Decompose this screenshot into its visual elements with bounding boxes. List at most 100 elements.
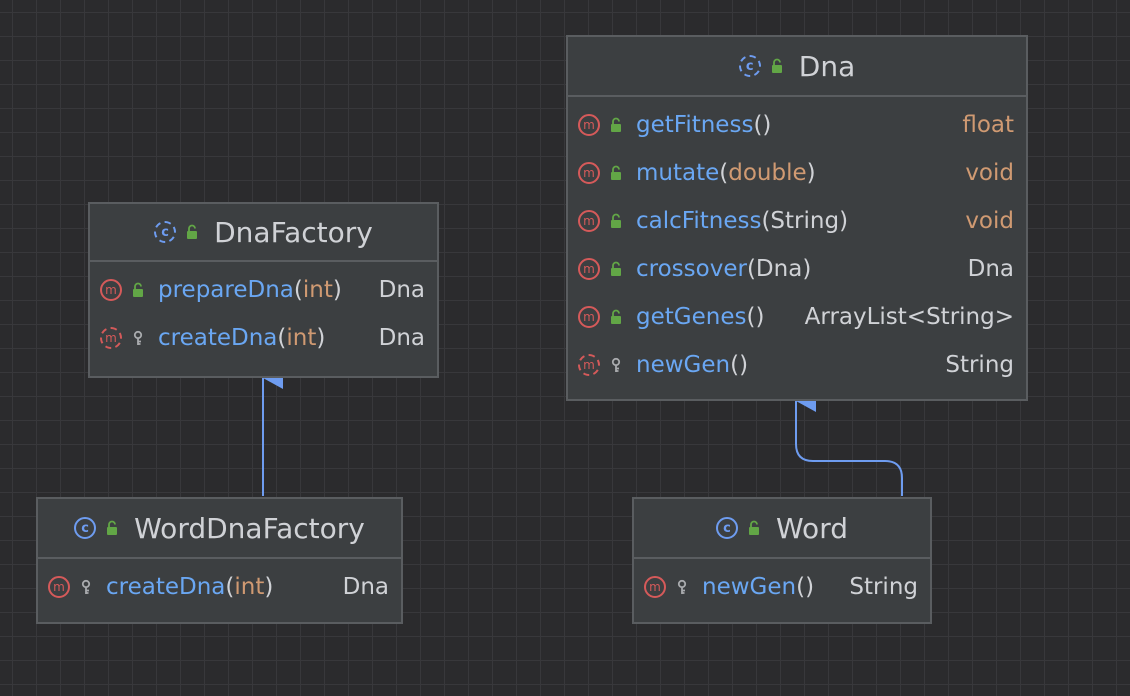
method-row-createdna[interactable]: m createDna(int) Dna (90, 314, 437, 362)
return-type: String (945, 352, 1014, 378)
public-visibility-icon (611, 213, 621, 228)
method-icon: m (644, 576, 666, 598)
open-paren: ( (277, 325, 287, 351)
method-row-mutate[interactable]: m mutate(double) void (568, 149, 1026, 197)
open-paren: ( (730, 352, 740, 378)
method-name: newGen (702, 574, 797, 600)
return-type: void (965, 160, 1014, 186)
class-name: WordDnaFactory (134, 511, 365, 545)
method-icon: m (48, 576, 70, 598)
param-type: Dna (755, 256, 803, 282)
return-type: void (965, 208, 1014, 234)
return-type: float (962, 112, 1014, 138)
public-visibility-icon (611, 261, 621, 276)
protected-visibility-icon (677, 579, 687, 594)
class-header: c DnaFactory (90, 204, 437, 262)
public-visibility-icon (611, 309, 621, 324)
return-type: ArrayList<String> (804, 304, 1014, 330)
param-type: int (234, 574, 265, 600)
public-visibility-icon (133, 282, 143, 297)
abstract-method-icon: m (578, 354, 600, 376)
method-name: getFitness (636, 112, 754, 138)
public-visibility-icon (187, 224, 198, 239)
method-row-createdna[interactable]: m createDna(int) Dna (38, 563, 401, 611)
close-paren: ) (839, 208, 849, 234)
close-paren: ) (806, 160, 816, 186)
method-name: prepareDna (158, 277, 294, 303)
edge-word-extends-dna (795, 390, 903, 496)
method-row-calcfitness[interactable]: m calcFitness(String) void (568, 197, 1026, 245)
class-header: c WordDnaFactory (38, 499, 401, 559)
open-paren: ( (796, 574, 806, 600)
method-icon: m (578, 306, 600, 328)
protected-visibility-icon (611, 357, 621, 372)
class-icon: c (716, 517, 739, 539)
abstract-class-icon: c (738, 55, 761, 77)
method-icon: m (578, 114, 600, 136)
method-icon: m (578, 258, 600, 280)
param-type: int (302, 277, 333, 303)
method-name: createDna (158, 325, 278, 351)
abstract-class-icon: c (154, 221, 177, 243)
public-visibility-icon (611, 165, 621, 180)
open-paren: ( (761, 208, 771, 234)
public-visibility-icon (611, 117, 621, 132)
close-paren: ) (264, 574, 274, 600)
class-name: DnaFactory (214, 215, 373, 249)
method-name: calcFitness (636, 208, 762, 234)
method-name: mutate (636, 160, 720, 186)
public-visibility-icon (749, 520, 760, 535)
open-paren: ( (225, 574, 235, 600)
class-node-worddnafactory[interactable]: c WordDnaFactory m createDna(int) Dna (36, 497, 403, 624)
return-type: Dna (342, 574, 389, 600)
method-list: m newGen() String (634, 559, 930, 611)
return-type: String (849, 574, 918, 600)
open-paren: ( (746, 256, 756, 282)
param-type: String (770, 208, 840, 234)
class-node-word[interactable]: c Word m newGen() String (632, 497, 932, 624)
close-paren: ) (802, 256, 812, 282)
param-type: int (286, 325, 317, 351)
open-paren: ( (293, 277, 303, 303)
return-type: Dna (378, 325, 425, 351)
method-icon: m (100, 279, 122, 301)
return-type: Dna (967, 256, 1014, 282)
protected-visibility-icon (133, 330, 143, 345)
method-icon: m (578, 210, 600, 232)
method-name: newGen (636, 352, 731, 378)
method-list: m createDna(int) Dna (38, 559, 401, 611)
method-row-getgenes[interactable]: m getGenes() ArrayList<String> (568, 293, 1026, 341)
class-icon: c (74, 517, 97, 539)
public-visibility-icon (771, 58, 782, 73)
open-paren: ( (746, 304, 756, 330)
method-name: getGenes (636, 304, 747, 330)
abstract-method-icon: m (100, 327, 122, 349)
class-name: Dna (798, 49, 856, 83)
close-paren: ) (755, 304, 765, 330)
close-paren: ) (762, 112, 772, 138)
method-icon: m (578, 162, 600, 184)
method-row-newgen[interactable]: m newGen() String (634, 563, 930, 611)
class-name: Word (776, 511, 848, 545)
close-paren: ) (739, 352, 749, 378)
protected-visibility-icon (81, 579, 91, 594)
method-name: createDna (106, 574, 226, 600)
method-name: crossover (636, 256, 747, 282)
return-type: Dna (378, 277, 425, 303)
public-visibility-icon (107, 520, 118, 535)
close-paren: ) (805, 574, 815, 600)
method-row-preparedna[interactable]: m prepareDna(int) Dna (90, 266, 437, 314)
open-paren: ( (719, 160, 729, 186)
class-header: c Dna (568, 37, 1026, 97)
method-row-newgen[interactable]: m newGen() String (568, 341, 1026, 389)
close-paren: ) (332, 277, 342, 303)
close-paren: ) (316, 325, 326, 351)
param-type: double (728, 160, 807, 186)
